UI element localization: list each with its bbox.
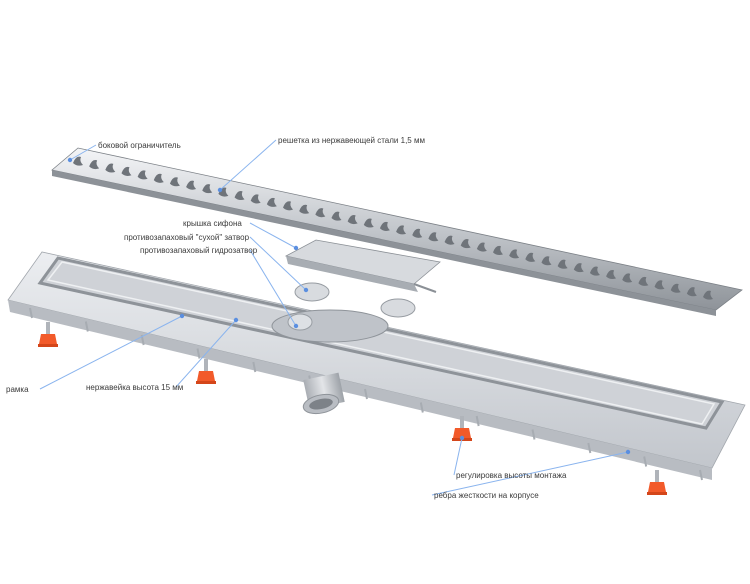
stiffening-ribs [29, 307, 703, 481]
grate-hole [283, 201, 293, 211]
grate-hole [476, 242, 487, 252]
foot [453, 428, 471, 438]
grate-hole [444, 235, 455, 245]
rib [29, 307, 33, 319]
grate-wave-holes [73, 156, 713, 300]
grate-hole [428, 232, 439, 242]
grate-hole [589, 266, 600, 276]
label-hydro-shutter: противозапаховый гидрозатвор [140, 246, 258, 255]
label-frame: рамка [6, 385, 29, 394]
leader-line [219, 139, 277, 191]
grate-hole [606, 269, 617, 280]
grate-hole [670, 283, 681, 293]
rib [531, 429, 536, 440]
leader-line [249, 249, 297, 327]
grate-hole [573, 263, 584, 273]
rib [699, 469, 703, 481]
leader-line [69, 144, 97, 161]
grate-hole [654, 280, 665, 290]
leader-dot [625, 449, 631, 455]
rib [475, 415, 480, 427]
drain-body [7, 251, 746, 481]
foot [39, 334, 57, 344]
grate-hole [234, 190, 245, 201]
grate-hole [686, 287, 697, 297]
siphon-cover [284, 239, 441, 293]
rib [84, 321, 89, 332]
grate-hole [169, 177, 180, 187]
rib [643, 456, 648, 467]
foot [648, 482, 666, 492]
stainless-grate [51, 147, 743, 316]
grate-hole [266, 197, 277, 207]
label-dry-shutter: противозапаховый "сухой" затвор [124, 233, 250, 242]
rib [252, 361, 257, 373]
rib [587, 442, 592, 454]
rib [419, 402, 424, 413]
rib [196, 348, 201, 359]
grate-hole [525, 252, 536, 262]
grate-hole [638, 276, 649, 286]
foot-stem [655, 470, 659, 484]
grate-hole [460, 239, 471, 249]
grate-hole [137, 170, 148, 180]
grate-hole [202, 184, 213, 194]
grate-hole [89, 160, 100, 170]
leader-dot [293, 323, 299, 329]
rib [364, 388, 368, 400]
grate-hole [493, 245, 503, 255]
grate-hole [105, 163, 116, 173]
grate-hole [541, 256, 552, 266]
label-steel-height: нержавейка высота 15 мм [86, 383, 184, 392]
grate-hole [363, 218, 374, 228]
grate-hole [396, 225, 407, 235]
height-adjust-feet [38, 322, 667, 495]
grate-hole [299, 204, 310, 214]
grate-hole [557, 259, 568, 269]
label-siphon-cover: крышка сифона [183, 219, 242, 228]
foot-base [38, 344, 58, 347]
foot-stem [204, 359, 208, 373]
foot-base [196, 381, 216, 384]
grate-hole [379, 221, 390, 231]
grate-hole [347, 215, 358, 225]
grate-hole [153, 173, 164, 183]
leader-line [175, 319, 237, 388]
leader-dot [293, 245, 299, 251]
foot [197, 371, 215, 381]
leader-lines [39, 139, 631, 496]
leader-line [453, 437, 463, 476]
leader-dot [67, 157, 73, 163]
leader-line [249, 222, 297, 249]
leader-dot [179, 313, 185, 319]
leader-line [39, 315, 183, 390]
foot-base [647, 492, 667, 495]
label-grate: решетка из нержавеющей стали 1,5 мм [278, 136, 425, 145]
grate-hole [315, 208, 326, 218]
leader-line [431, 451, 629, 496]
grate-hole [509, 249, 520, 259]
grate-hole [250, 194, 261, 204]
grate-hole [121, 166, 132, 176]
leader-dot [233, 317, 239, 323]
label-height-adjust: регулировка высоты монтажа [456, 471, 567, 480]
grate-hole [622, 273, 633, 283]
foot-stem [46, 322, 50, 336]
grate-hole [331, 211, 342, 221]
foot-stem [460, 416, 464, 430]
leader-line [249, 236, 307, 291]
leader-dot [217, 187, 223, 193]
grate-hole [412, 228, 423, 238]
grate-hole [186, 180, 197, 190]
label-ribs: ребра жесткости на корпусе [434, 491, 539, 500]
leader-dot [303, 287, 309, 293]
leader-dot [459, 435, 465, 441]
grate-hole [703, 290, 713, 300]
grate-hole [73, 156, 83, 166]
label-side-limiter: боковой ограничитель [98, 141, 181, 150]
